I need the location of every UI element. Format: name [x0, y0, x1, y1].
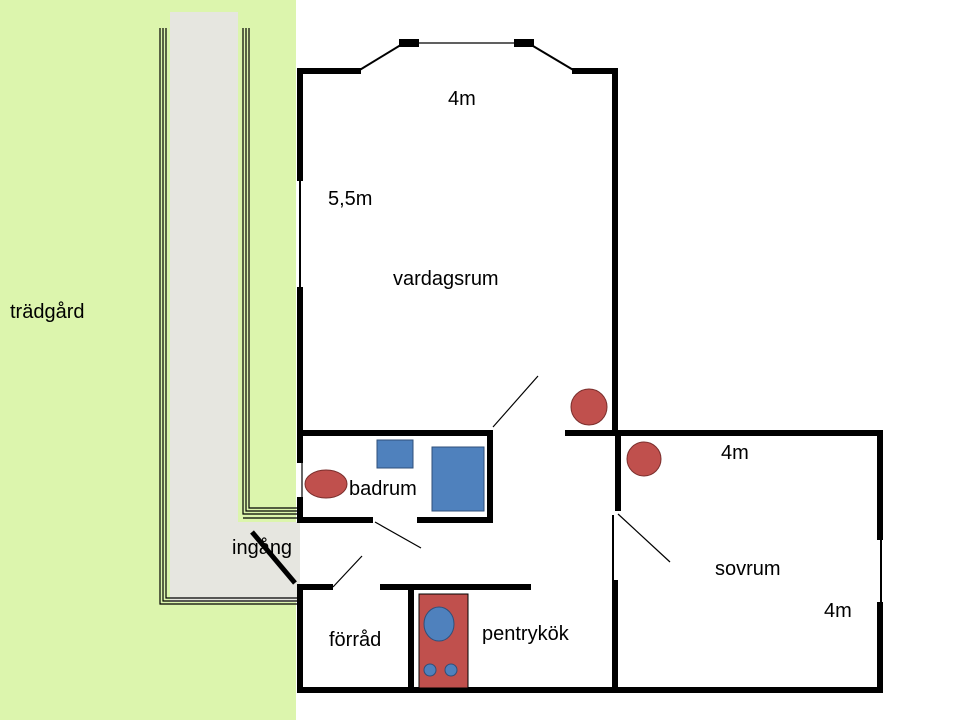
living-length-label: 5,5m: [328, 188, 373, 210]
garden-path: [170, 12, 238, 602]
wash-basin: [304, 469, 348, 499]
storage-label: förråd: [329, 629, 382, 651]
bathroom-label: badrum: [349, 478, 417, 500]
toilet: [376, 439, 414, 469]
stove-burner-left: [423, 663, 437, 677]
garden-label: trädgård: [10, 301, 85, 323]
bedroom-heater: [626, 441, 662, 477]
shower: [431, 446, 485, 512]
entrance-label: ingång: [232, 537, 293, 559]
bedroom-width-label: 4m: [721, 442, 749, 464]
stove-burner-right: [444, 663, 458, 677]
thin-walls: [299, 178, 882, 605]
bedroom-length-label: 4m: [824, 600, 852, 622]
living-width-label: 4m: [448, 88, 476, 110]
garden-area: [0, 0, 296, 720]
bay-window: [357, 39, 576, 72]
walls: [297, 68, 883, 693]
living-room-heater: [570, 388, 608, 426]
kitchen-sink: [423, 606, 455, 642]
bedroom-label: sovrum: [715, 558, 781, 580]
fence: [159, 28, 300, 605]
entrance-door: [250, 530, 297, 585]
door-swings: [301, 375, 671, 588]
kitchenette-label: pentrykök: [482, 623, 569, 645]
living-room-label: vardagsrum: [393, 268, 499, 290]
